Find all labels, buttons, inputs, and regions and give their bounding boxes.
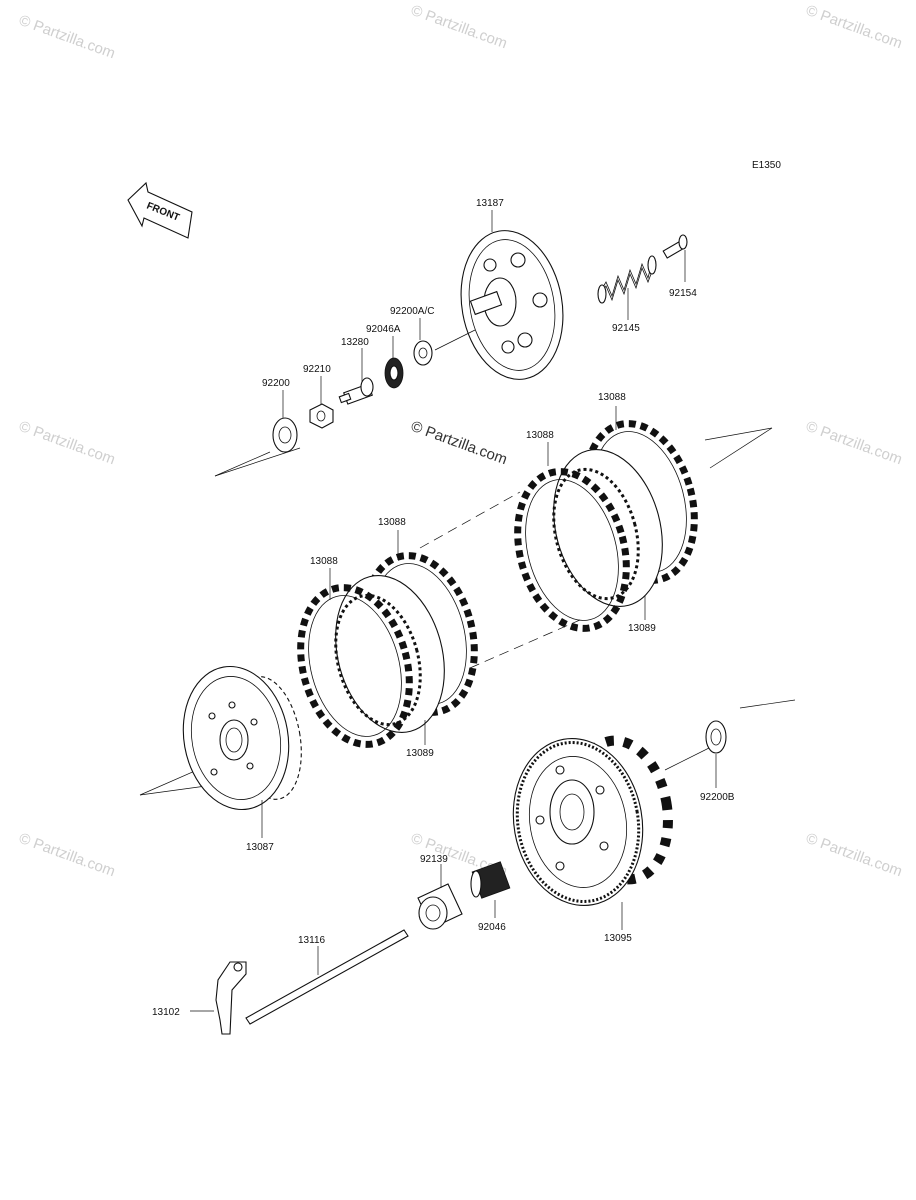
front-arrow-icon: FRONT [127, 181, 193, 239]
part-label-13102: 13102 [152, 1007, 180, 1018]
washer-92200ac [413, 340, 433, 366]
release-lever-13102 [215, 961, 247, 1035]
watermark: © Partzilla.com [804, 830, 905, 881]
clutch-housing-13095 [512, 735, 673, 907]
bearing-92046a [384, 357, 404, 389]
washer-92200 [272, 417, 298, 453]
watermark: © Partzilla.com [804, 418, 905, 469]
collar-92139 [417, 883, 463, 930]
diagram-code: E1350 [752, 160, 781, 171]
part-label-92200b: 92200B [700, 792, 735, 803]
axis-line [739, 699, 796, 709]
part-label-13088: 13088 [598, 392, 626, 403]
axis-line [214, 447, 301, 477]
needle-bearing-92046 [470, 861, 511, 899]
part-label-92200ac: 92200A/C [390, 306, 434, 317]
watermark: © Partzilla.com [409, 2, 510, 53]
part-label-13280: 13280 [341, 337, 369, 348]
steel-plate-13089 [334, 575, 445, 733]
part-label-92046a: 92046A [366, 324, 401, 335]
watermark: © Partzilla.com [17, 418, 118, 469]
part-label-92046: 92046 [478, 922, 506, 933]
clutch-hub-13087 [182, 665, 302, 811]
part-label-92200: 92200 [262, 378, 290, 389]
watermark: © Partzilla.com [17, 12, 118, 63]
leader-lines [190, 210, 717, 1012]
part-label-13095: 13095 [604, 933, 632, 944]
spring-92145 [597, 255, 657, 304]
pressure-plate-13187 [434, 230, 564, 380]
part-label-13088: 13088 [526, 430, 554, 441]
watermark: © Partzilla.com [17, 830, 118, 881]
axis-line [704, 427, 773, 441]
nut-92210 [309, 403, 334, 429]
watermark: © Partzilla.com [804, 2, 905, 53]
part-label-13089: 13089 [628, 623, 656, 634]
part-label-92154: 92154 [669, 288, 697, 299]
part-label-92145: 92145 [612, 323, 640, 334]
friction-plate-13088 [514, 468, 630, 632]
washer-92200b [705, 720, 727, 754]
part-label-13116: 13116 [298, 935, 326, 946]
part-labels: 13187 92154 92145 92200A/C 92046A 13280 … [152, 198, 735, 1018]
push-rod-13116 [245, 929, 409, 1025]
part-label-13088: 13088 [378, 517, 406, 528]
watermark-center: © Partzilla.com [409, 418, 510, 469]
part-label-13088: 13088 [310, 556, 338, 567]
part-label-13089: 13089 [406, 748, 434, 759]
watermark-group: © Partzilla.com © Partzilla.com © Partzi… [17, 2, 905, 881]
pusher-13280 [338, 377, 374, 405]
bolt-92154 [662, 234, 688, 259]
axis-line [214, 451, 271, 477]
axis-line [709, 427, 773, 469]
part-label-92210: 92210 [303, 364, 331, 375]
steel-plate-13089 [552, 449, 663, 607]
friction-plate-13088 [297, 584, 413, 748]
axis-line [469, 619, 581, 669]
part-label-13087: 13087 [246, 842, 274, 853]
axis-line [419, 491, 521, 549]
part-label-13187: 13187 [476, 198, 504, 209]
part-label-92139: 92139 [420, 854, 448, 865]
